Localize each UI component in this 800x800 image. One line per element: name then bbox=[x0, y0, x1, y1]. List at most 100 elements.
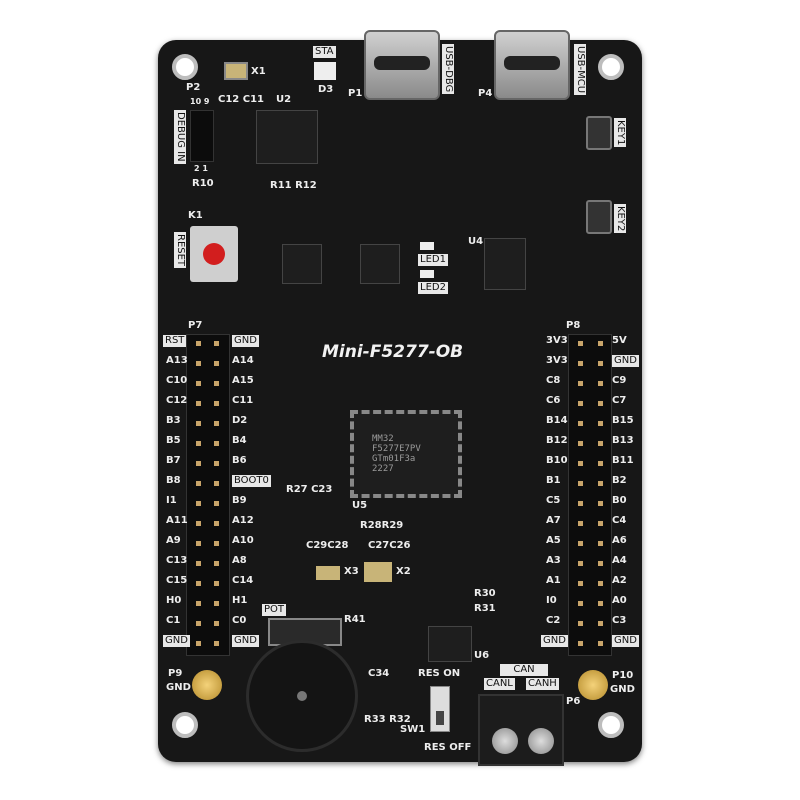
header-pin[interactable] bbox=[578, 401, 583, 406]
header-pin[interactable] bbox=[598, 601, 603, 606]
r10-label: R10 bbox=[192, 178, 214, 189]
switch-slider[interactable] bbox=[436, 711, 444, 725]
c34-label: C34 bbox=[368, 668, 390, 679]
header-pin[interactable] bbox=[578, 381, 583, 386]
header-pin[interactable] bbox=[578, 521, 583, 526]
header-pin[interactable] bbox=[578, 481, 583, 486]
header-pin[interactable] bbox=[598, 421, 603, 426]
header-pin[interactable] bbox=[598, 541, 603, 546]
p9-gnd-label: GND bbox=[166, 682, 191, 693]
p10-gnd-post[interactable] bbox=[578, 670, 608, 700]
header-pin[interactable] bbox=[598, 621, 603, 626]
header-pin[interactable] bbox=[214, 341, 219, 346]
pin-label-left-inner: C14 bbox=[232, 575, 254, 586]
header-pin[interactable] bbox=[598, 341, 603, 346]
header-pin[interactable] bbox=[214, 601, 219, 606]
header-pin[interactable] bbox=[214, 481, 219, 486]
header-pin[interactable] bbox=[196, 601, 201, 606]
usb-dbg-connector[interactable] bbox=[364, 30, 440, 100]
header-pin[interactable] bbox=[598, 561, 603, 566]
chip-line: MM32 bbox=[372, 434, 394, 444]
header-pin[interactable] bbox=[214, 541, 219, 546]
header-pin[interactable] bbox=[578, 581, 583, 586]
header-pin[interactable] bbox=[598, 361, 603, 366]
header-pin[interactable] bbox=[214, 361, 219, 366]
header-pin[interactable] bbox=[196, 361, 201, 366]
res-switch[interactable] bbox=[430, 686, 450, 732]
key1-button[interactable] bbox=[586, 116, 612, 150]
header-pin[interactable] bbox=[196, 561, 201, 566]
pin-label-right-inner: A7 bbox=[546, 515, 561, 526]
header-pin[interactable] bbox=[578, 341, 583, 346]
header-pin[interactable] bbox=[598, 481, 603, 486]
header-pin[interactable] bbox=[214, 421, 219, 426]
header-pin[interactable] bbox=[196, 641, 201, 646]
header-pin[interactable] bbox=[214, 641, 219, 646]
header-pin[interactable] bbox=[578, 421, 583, 426]
header-pin[interactable] bbox=[598, 581, 603, 586]
header-pin[interactable] bbox=[196, 621, 201, 626]
header-pin[interactable] bbox=[598, 441, 603, 446]
terminal-screw-canh[interactable] bbox=[528, 728, 554, 754]
chip-marking: MM32 F5277E7PV GTm01F3a 2227 bbox=[372, 434, 421, 474]
header-pin[interactable] bbox=[578, 601, 583, 606]
pin-label-right-inner: B1 bbox=[546, 475, 561, 486]
header-pin[interactable] bbox=[214, 581, 219, 586]
header-pin[interactable] bbox=[196, 501, 201, 506]
header-pin[interactable] bbox=[196, 441, 201, 446]
header-pin[interactable] bbox=[214, 501, 219, 506]
regulator-u4 bbox=[484, 238, 526, 290]
header-pin[interactable] bbox=[214, 521, 219, 526]
header-pin[interactable] bbox=[214, 461, 219, 466]
header-pin[interactable] bbox=[214, 621, 219, 626]
header-pin[interactable] bbox=[196, 341, 201, 346]
header-pin[interactable] bbox=[214, 561, 219, 566]
header-pin[interactable] bbox=[196, 421, 201, 426]
header-pin[interactable] bbox=[196, 401, 201, 406]
header-pin[interactable] bbox=[598, 521, 603, 526]
key2-button[interactable] bbox=[586, 200, 612, 234]
potentiometer-knob[interactable] bbox=[246, 640, 358, 752]
header-pin[interactable] bbox=[214, 441, 219, 446]
pin-label-right-outer: B0 bbox=[612, 495, 627, 506]
pin-label-left-outer: B7 bbox=[166, 455, 181, 466]
mounting-hole bbox=[172, 54, 198, 80]
header-pin[interactable] bbox=[196, 541, 201, 546]
header-p8[interactable] bbox=[568, 334, 612, 656]
header-pin[interactable] bbox=[598, 501, 603, 506]
header-pin[interactable] bbox=[578, 541, 583, 546]
reset-button[interactable] bbox=[190, 226, 238, 282]
header-pin[interactable] bbox=[578, 561, 583, 566]
usb-mcu-connector[interactable] bbox=[494, 30, 570, 100]
sta-led bbox=[314, 62, 336, 80]
header-pin[interactable] bbox=[598, 461, 603, 466]
u4-label: U4 bbox=[468, 236, 484, 247]
pin-label-left-inner: D2 bbox=[232, 415, 248, 426]
header-pin[interactable] bbox=[578, 461, 583, 466]
header-pin[interactable] bbox=[578, 641, 583, 646]
header-pin[interactable] bbox=[598, 401, 603, 406]
chip-u4-side bbox=[360, 244, 400, 284]
header-pin[interactable] bbox=[196, 521, 201, 526]
header-pin[interactable] bbox=[598, 641, 603, 646]
header-pin[interactable] bbox=[578, 501, 583, 506]
header-pin[interactable] bbox=[196, 381, 201, 386]
header-pin[interactable] bbox=[196, 481, 201, 486]
header-pin[interactable] bbox=[598, 381, 603, 386]
header-pin[interactable] bbox=[578, 361, 583, 366]
header-pin[interactable] bbox=[578, 441, 583, 446]
can-terminal-block[interactable] bbox=[478, 694, 564, 766]
header-pin[interactable] bbox=[578, 621, 583, 626]
pin-label-left-outer: B8 bbox=[166, 475, 181, 486]
header-pin[interactable] bbox=[196, 581, 201, 586]
p6-label: P6 bbox=[566, 696, 581, 707]
terminal-screw-canl[interactable] bbox=[492, 728, 518, 754]
header-pin[interactable] bbox=[214, 401, 219, 406]
p9-gnd-post[interactable] bbox=[192, 670, 222, 700]
header-pin[interactable] bbox=[196, 461, 201, 466]
debug-chip-u2 bbox=[256, 110, 318, 164]
header-pin[interactable] bbox=[214, 381, 219, 386]
debug-header[interactable] bbox=[190, 110, 214, 162]
header-p7[interactable] bbox=[186, 334, 230, 656]
p7-label: P7 bbox=[188, 320, 203, 331]
